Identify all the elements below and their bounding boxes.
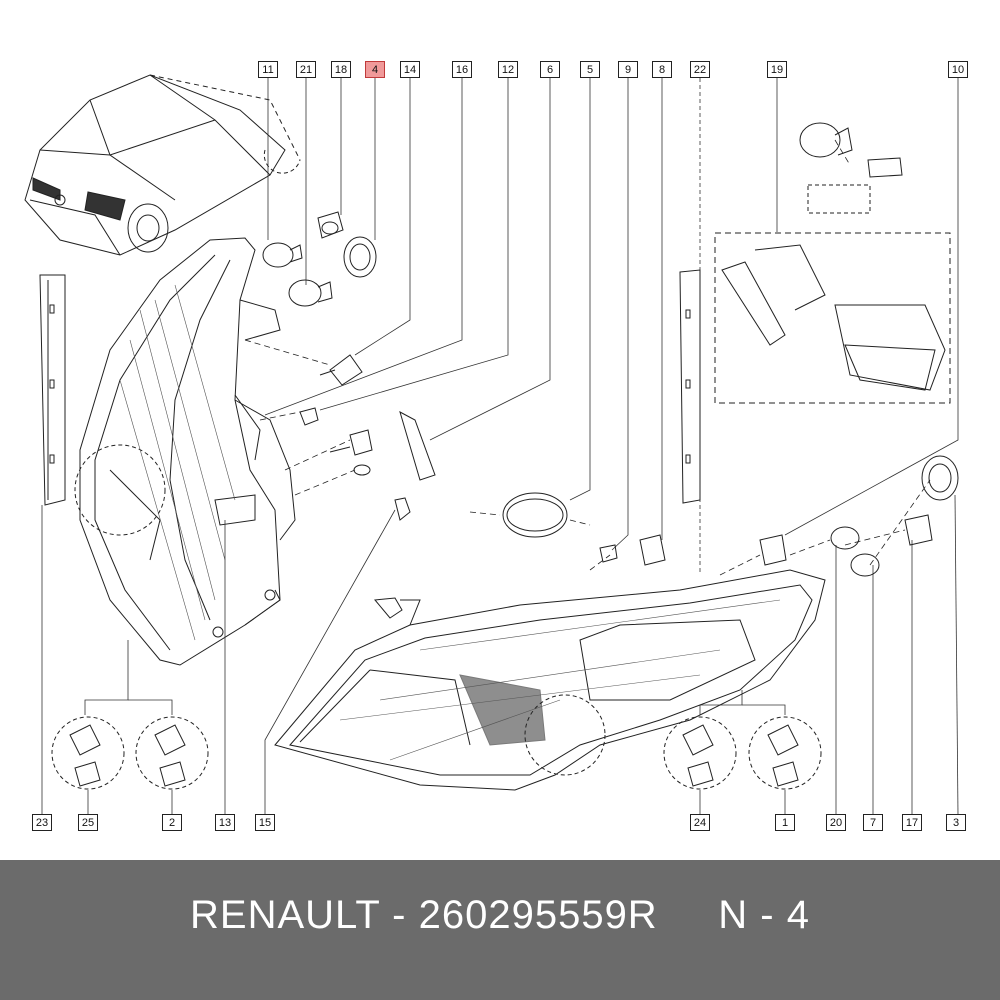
part-number: 260295559R — [418, 893, 658, 937]
callout-4-highlighted[interactable]: 4 — [365, 61, 385, 78]
footer-caption: RENAULT - 260295559R N - 4 — [0, 860, 1000, 970]
car-thumbnail — [24, 74, 301, 256]
callout-3[interactable]: 3 — [946, 814, 966, 831]
callout-16[interactable]: 16 — [452, 61, 472, 78]
position-label: N - 4 — [718, 893, 810, 937]
bracket-right — [679, 269, 701, 504]
callout-14[interactable]: 14 — [400, 61, 420, 78]
callout-24[interactable]: 24 — [690, 814, 710, 831]
callout-7[interactable]: 7 — [863, 814, 883, 831]
detail-box-19 — [714, 122, 951, 404]
callout-9[interactable]: 9 — [618, 61, 638, 78]
callout-13[interactable]: 13 — [215, 814, 235, 831]
callout-20[interactable]: 20 — [826, 814, 846, 831]
bulb-kit-circles — [51, 716, 822, 790]
callout-25[interactable]: 25 — [78, 814, 98, 831]
callout-5[interactable]: 5 — [580, 61, 600, 78]
callout-1[interactable]: 1 — [775, 814, 795, 831]
headlamp-left — [74, 237, 296, 666]
headlamp-right — [274, 569, 826, 791]
dashed-assembly-lines — [244, 139, 931, 576]
callout-15[interactable]: 15 — [255, 814, 275, 831]
callout-10[interactable]: 10 — [948, 61, 968, 78]
callout-12[interactable]: 12 — [498, 61, 518, 78]
caption-separator: - — [380, 893, 419, 937]
bulb-kit-contents — [69, 724, 799, 787]
callout-6[interactable]: 6 — [540, 61, 560, 78]
footer-bar: RENAULT - 260295559R N - 4 — [0, 860, 1000, 1000]
caption-gap — [658, 893, 719, 937]
callout-17[interactable]: 17 — [902, 814, 922, 831]
brand-name: RENAULT — [190, 893, 381, 937]
headlamp-exploded-view — [24, 74, 959, 816]
callout-2[interactable]: 2 — [162, 814, 182, 831]
callout-18[interactable]: 18 — [331, 61, 351, 78]
bulbs-right — [599, 455, 959, 577]
parts-diagram: 11 21 18 4 14 16 12 6 5 9 8 22 19 10 23 … — [24, 61, 968, 831]
callout-8[interactable]: 8 — [652, 61, 672, 78]
bulbs-top-left — [262, 211, 568, 538]
callout-19[interactable]: 19 — [767, 61, 787, 78]
callout-22[interactable]: 22 — [690, 61, 710, 78]
bracket-left — [39, 274, 66, 506]
callout-21[interactable]: 21 — [296, 61, 316, 78]
callout-11[interactable]: 11 — [258, 61, 278, 78]
callout-23[interactable]: 23 — [32, 814, 52, 831]
